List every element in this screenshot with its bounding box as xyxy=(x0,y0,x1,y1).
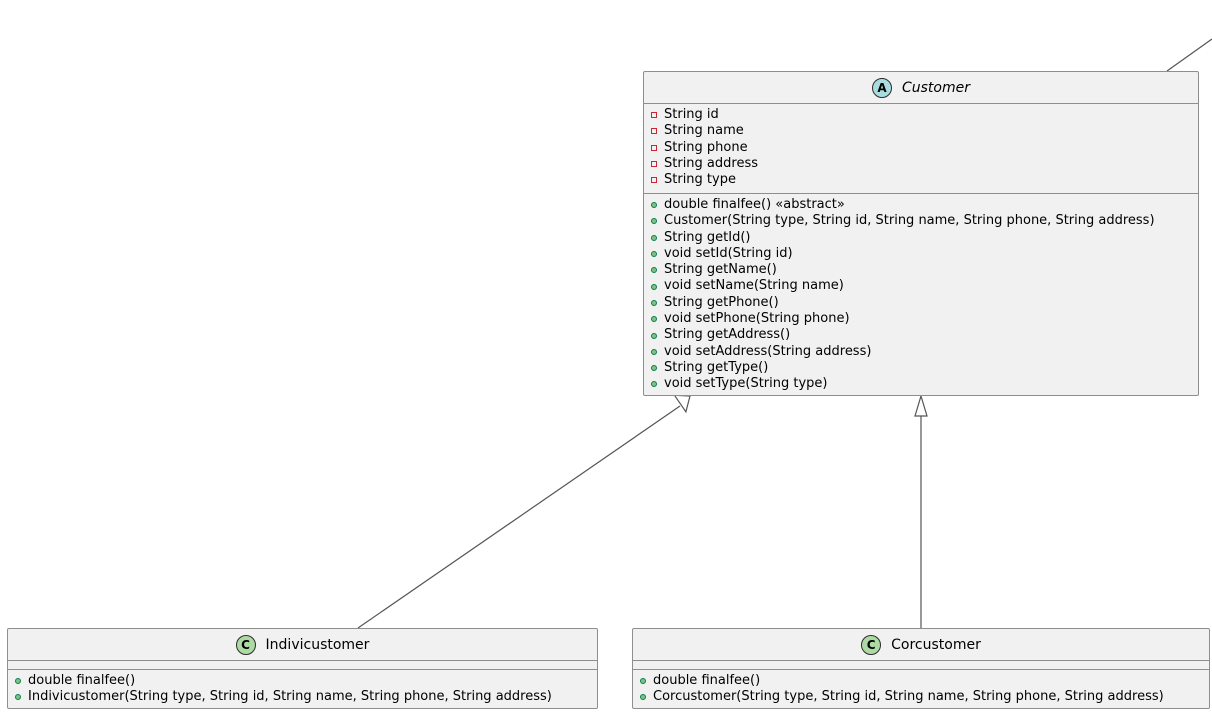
method: void setPhone(String phone) xyxy=(651,311,1198,327)
method-text: void setType(String type) xyxy=(664,376,828,392)
method: void setId(String id) xyxy=(651,246,1198,262)
public-icon xyxy=(651,316,657,323)
method-text: Indivicustomer(String type, String id, S… xyxy=(28,689,552,705)
method-text: String getPhone() xyxy=(664,294,779,310)
field: String type xyxy=(651,172,1198,188)
field-text: String id xyxy=(664,107,719,122)
method: double finalfee() xyxy=(15,673,597,689)
inheritance-arrowhead-indivicustomer xyxy=(673,394,691,414)
abstract-class-icon: A xyxy=(871,77,892,98)
public-icon xyxy=(651,234,657,241)
method: Corcustomer(String type, String id, Stri… xyxy=(640,689,1209,705)
public-icon xyxy=(15,694,21,701)
method-text: String getId() xyxy=(664,229,751,245)
methods-section: double finalfee() «abstract» Customer(St… xyxy=(644,193,1198,396)
inheritance-edge-indivicustomer xyxy=(357,405,681,629)
public-icon xyxy=(640,678,646,685)
method-text: void setId(String id) xyxy=(664,245,793,261)
method-text: Customer(String type, String id, String … xyxy=(664,213,1155,229)
field: String id xyxy=(651,107,1198,123)
method: String getAddress() xyxy=(651,327,1198,343)
class-name: Customer xyxy=(901,79,970,96)
method: void setAddress(String address) xyxy=(651,344,1198,360)
field-text: String phone xyxy=(664,139,748,155)
fields-section xyxy=(633,661,1209,669)
class-name: Indivicustomer xyxy=(265,636,370,653)
public-icon xyxy=(651,299,657,306)
class-header: A Customer xyxy=(644,72,1198,104)
method: double finalfee() xyxy=(640,673,1209,689)
class-name: Corcustomer xyxy=(891,636,981,653)
class-icon: C xyxy=(861,634,882,655)
fields-section xyxy=(8,661,597,669)
class-icon: C xyxy=(235,634,256,655)
method: void setType(String type) xyxy=(651,376,1198,392)
class-header: C Indivicustomer xyxy=(8,629,597,661)
public-icon xyxy=(651,365,657,372)
inheritance-arrowhead-corcustomer xyxy=(914,393,928,417)
fields-section: String id String name String phone Strin… xyxy=(644,104,1198,193)
public-icon xyxy=(651,267,657,274)
method: Customer(String type, String id, String … xyxy=(651,213,1198,229)
method-text: void setPhone(String phone) xyxy=(664,311,850,327)
method-text: String getName() xyxy=(664,262,777,278)
class-corcustomer[interactable]: C Corcustomer double finalfee() Corcusto… xyxy=(632,628,1210,709)
private-icon xyxy=(651,128,657,135)
public-icon xyxy=(640,694,646,701)
class-indivicustomer[interactable]: C Indivicustomer double finalfee() Indiv… xyxy=(7,628,598,709)
field-text: String name xyxy=(664,123,744,139)
field: String address xyxy=(651,156,1198,172)
association-edge-offscreen xyxy=(1166,38,1212,72)
method: String getId() xyxy=(651,230,1198,246)
methods-section: double finalfee() Indivicustomer(String … xyxy=(8,669,597,709)
private-icon xyxy=(651,161,657,168)
method-text: double finalfee() xyxy=(653,673,761,688)
method-text: void setName(String name) xyxy=(664,278,844,294)
private-icon xyxy=(651,177,657,184)
method-text: double finalfee() xyxy=(28,673,136,688)
field: String phone xyxy=(651,140,1198,156)
method: Indivicustomer(String type, String id, S… xyxy=(15,689,597,705)
public-icon xyxy=(651,348,657,355)
public-icon xyxy=(651,283,657,290)
method: String getPhone() xyxy=(651,295,1198,311)
public-icon xyxy=(651,218,657,225)
method-text: Corcustomer(String type, String id, Stri… xyxy=(653,689,1164,705)
method: String getType() xyxy=(651,360,1198,376)
private-icon xyxy=(651,112,657,119)
field-text: String address xyxy=(664,155,759,171)
method-text: void setAddress(String address) xyxy=(664,343,872,359)
class-header: C Corcustomer xyxy=(633,629,1209,661)
field: String name xyxy=(651,123,1198,139)
public-icon xyxy=(651,381,657,388)
public-icon xyxy=(651,251,657,258)
public-icon xyxy=(651,202,657,209)
method-text: String getAddress() xyxy=(664,327,791,343)
methods-section: double finalfee() Corcustomer(String typ… xyxy=(633,669,1209,709)
method-text: double finalfee() «abstract» xyxy=(664,197,845,212)
public-icon xyxy=(651,332,657,339)
method: String getName() xyxy=(651,262,1198,278)
class-customer[interactable]: A Customer String id String name String … xyxy=(643,71,1199,396)
method: double finalfee() «abstract» xyxy=(651,197,1198,213)
private-icon xyxy=(651,144,657,151)
field-text: String type xyxy=(664,172,736,188)
public-icon xyxy=(15,678,21,685)
method-text: String getType() xyxy=(664,359,769,375)
method: void setName(String name) xyxy=(651,278,1198,294)
